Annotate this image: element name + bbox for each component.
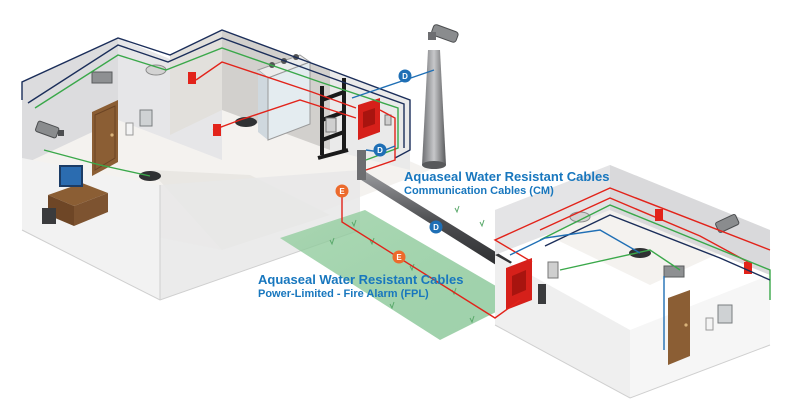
marker-d-3: D xyxy=(429,220,443,234)
right-building xyxy=(494,165,771,399)
card-reader-right xyxy=(705,317,714,331)
keypad xyxy=(139,109,153,127)
callout-communication-title: Aquaseal Water Resistant Cables xyxy=(404,169,610,184)
door-right xyxy=(668,290,690,365)
utility-pole xyxy=(422,24,459,169)
fire-alarm-panel-left xyxy=(358,98,380,140)
svg-text:E: E xyxy=(339,187,345,196)
conduit-riser xyxy=(357,150,366,180)
junction-box xyxy=(325,117,337,133)
fire-alarm-panel-right xyxy=(506,258,532,310)
svg-text:D: D xyxy=(402,72,408,81)
keypad-right xyxy=(717,304,733,324)
left-front-wall xyxy=(160,170,360,300)
camera-left xyxy=(35,120,64,139)
pull-station-2 xyxy=(213,124,221,136)
card-reader xyxy=(125,122,134,136)
right-back-wall xyxy=(495,165,610,255)
callout-fire-alarm-title: Aquaseal Water Resistant Cables xyxy=(258,272,464,287)
marker-e-2: E xyxy=(392,250,406,264)
battery-right xyxy=(538,284,546,304)
marker-d-2: D xyxy=(373,143,387,157)
pull-station-right xyxy=(655,209,663,221)
svg-text:D: D xyxy=(377,146,383,155)
marker-d-1: D xyxy=(398,69,412,83)
callout-communication-cables: Aquaseal Water Resistant Cables Communic… xyxy=(404,169,610,198)
camera-right xyxy=(715,213,740,233)
junction-box-2 xyxy=(384,114,392,126)
network-switch xyxy=(91,71,113,84)
panel-box-right xyxy=(547,261,559,279)
svg-text:D: D xyxy=(433,223,439,232)
network-switch-right xyxy=(663,265,685,278)
pull-station-right-2 xyxy=(744,262,752,274)
pole-camera-icon xyxy=(428,24,459,43)
callout-fire-alarm-cables: Aquaseal Water Resistant Cables Power-Li… xyxy=(258,272,464,301)
marker-e-1: E xyxy=(335,184,349,198)
callout-fire-alarm-subtitle: Power-Limited - Fire Alarm (FPL) xyxy=(258,287,429,300)
right-back-wall-2 xyxy=(610,165,770,275)
svg-text:E: E xyxy=(396,253,402,262)
cables xyxy=(21,29,771,350)
callout-communication-subtitle: Communication Cables (CM) xyxy=(404,184,554,197)
right-side-wall xyxy=(630,275,770,398)
door xyxy=(92,100,118,176)
desk-computer xyxy=(42,165,108,226)
ground-trench xyxy=(280,210,520,340)
pull-station xyxy=(188,72,196,84)
